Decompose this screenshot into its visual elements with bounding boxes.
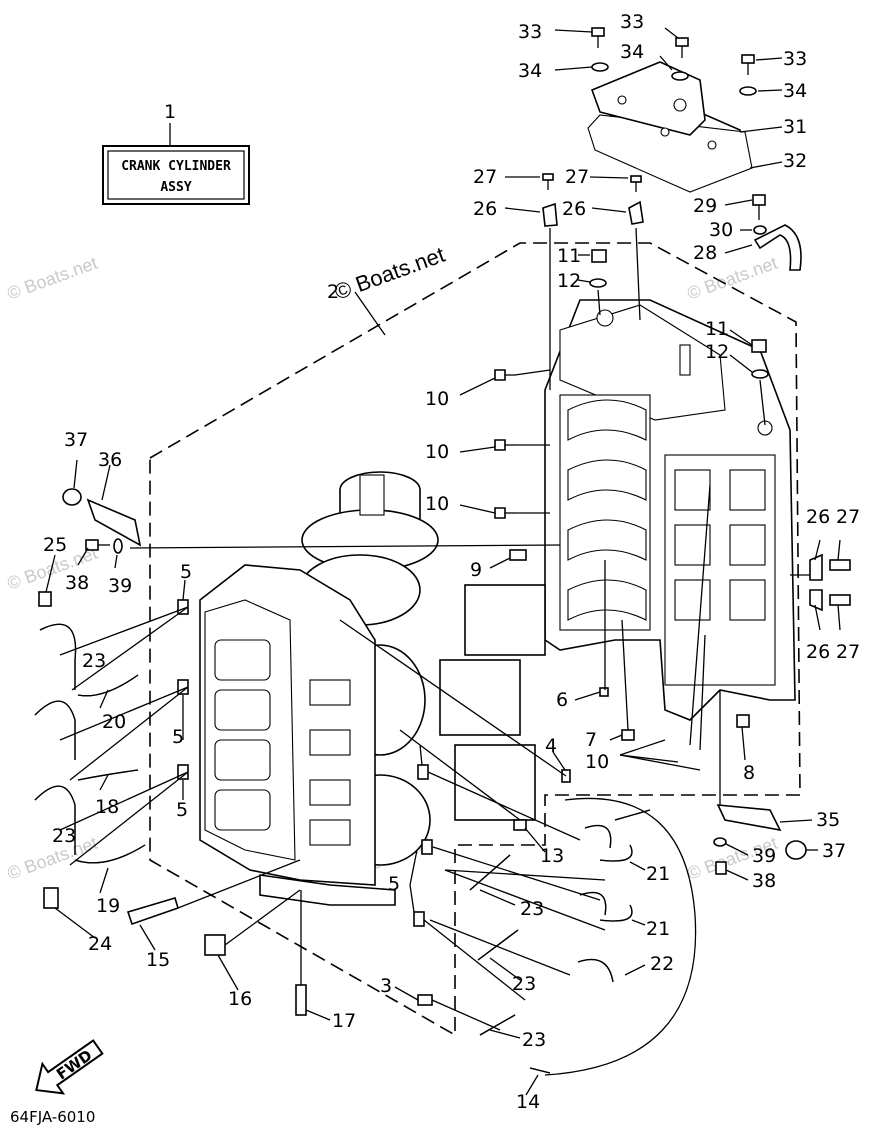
callout: 11: [705, 318, 729, 340]
callout: 37: [822, 840, 846, 862]
fwd-arrow-icon: FWD: [35, 1039, 104, 1095]
diagram-code: 64FJA-6010: [10, 1108, 95, 1126]
callout: 38: [65, 572, 89, 594]
callout: 37: [64, 429, 88, 451]
callout: 20: [102, 711, 126, 733]
callout: 14: [516, 1091, 540, 1113]
head-cover: [587, 61, 753, 193]
callout: 3: [380, 975, 392, 997]
callout: 23: [512, 973, 536, 995]
callout: 13: [540, 845, 564, 867]
callouts: 33 33 33 34 34 34 31 32 27 27 29 30 28 2…: [43, 11, 860, 1113]
callout: 26: [806, 641, 830, 663]
callout: 10: [425, 441, 449, 463]
callout: 5: [176, 799, 188, 821]
callout: 26: [562, 198, 586, 220]
callout-1: 1: [164, 101, 176, 123]
callout: 39: [108, 575, 132, 597]
callout: 21: [646, 863, 670, 885]
callout: 27: [565, 166, 589, 188]
callout: 27: [473, 166, 497, 188]
callout: 29: [693, 195, 717, 217]
callout: 10: [425, 493, 449, 515]
assembly-boundary: [149, 242, 801, 1037]
callout: 36: [98, 449, 122, 471]
callout: 23: [82, 650, 106, 672]
callout: 27: [836, 506, 860, 528]
callout: 7: [585, 729, 597, 751]
callout: 28: [693, 242, 717, 264]
callout: 15: [146, 949, 170, 971]
callout: 22: [650, 953, 674, 975]
callout: 5: [180, 561, 192, 583]
callout: 12: [557, 270, 581, 292]
title-box: [102, 145, 250, 205]
callout: 34: [783, 80, 807, 102]
callout: 27: [836, 641, 860, 663]
callout: 33: [783, 48, 807, 70]
callout: 25: [43, 534, 67, 556]
callout: 34: [620, 41, 644, 63]
callout: 2: [327, 281, 339, 303]
callout: 32: [783, 150, 807, 172]
leader-lines: [45, 27, 841, 1096]
cylinder-block: [199, 564, 396, 906]
callout: 12: [705, 341, 729, 363]
callout: 9: [470, 559, 482, 581]
callout: 33: [620, 11, 644, 33]
title-box-line2: ASSY: [160, 180, 191, 195]
small-parts: [34, 27, 851, 1076]
callout: 31: [783, 116, 807, 138]
callout: 8: [743, 762, 755, 784]
watermark: © Boats.net: [5, 253, 100, 304]
callout: 21: [646, 918, 670, 940]
callout: 34: [518, 60, 542, 82]
callout: 17: [332, 1010, 356, 1032]
callout: 33: [518, 21, 542, 43]
callout: 10: [585, 751, 609, 773]
callout: 18: [95, 796, 119, 818]
callout: 19: [96, 895, 120, 917]
callout: 38: [752, 870, 776, 892]
callout: 5: [172, 726, 184, 748]
callout: 23: [52, 825, 76, 847]
callout: 4: [545, 735, 557, 757]
callout: 6: [556, 689, 568, 711]
callout: 39: [752, 845, 776, 867]
callout: 23: [520, 898, 544, 920]
title-box-line1: CRANK CYLINDER: [121, 159, 231, 174]
callout: 26: [473, 198, 497, 220]
crankcase-block: [544, 299, 796, 751]
callout: 5: [388, 873, 400, 895]
callout: 10: [425, 388, 449, 410]
callout: 11: [557, 245, 581, 267]
callout: 26: [806, 506, 830, 528]
callout: 24: [88, 933, 112, 955]
callout: 16: [228, 988, 252, 1010]
callout: 30: [709, 219, 733, 241]
callout: 35: [816, 809, 840, 831]
callout: 23: [522, 1029, 546, 1051]
